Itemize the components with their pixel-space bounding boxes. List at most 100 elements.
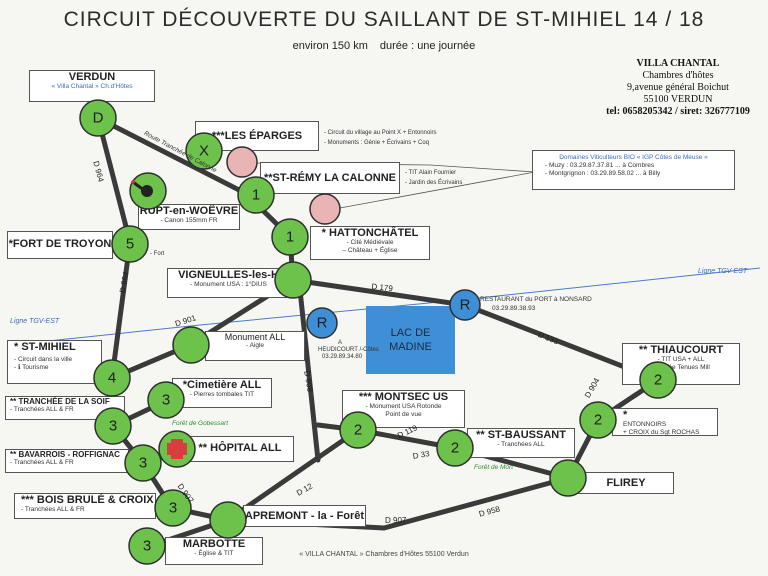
node-monument-all[interactable] (172, 326, 210, 364)
place-desc: - Tranchées ALL & FR (21, 506, 85, 513)
node-hattonchatel[interactable] (271, 218, 309, 256)
node-label-cimetiere: 3 (162, 392, 170, 409)
st-remy-note-2: - Jardin des Écrivains (405, 180, 463, 186)
place-name: *FORT DE TROYON (8, 238, 112, 250)
road-d908 (297, 287, 321, 463)
node-marbotte[interactable] (128, 527, 166, 565)
place-name: APREMONT - la - Forêt (244, 510, 365, 522)
host-name: VILLA CHANTAL (636, 58, 720, 69)
place-name: *** BOIS BRULÉ & CROIX (21, 494, 154, 506)
place-hattonchatel[interactable]: * HATTONCHÂTEL - Cité Médiévale – Châtea… (310, 226, 430, 260)
place-name: * ST-MIHIEL (14, 341, 76, 353)
place-hopital-all[interactable]: ** HÔPITAL ALL (186, 436, 294, 462)
place-bois-brule[interactable]: *** BOIS BRULÉ & CROIX - Tranchées ALL &… (14, 493, 156, 519)
lac-de-madine: LAC DE MADINE (366, 306, 455, 374)
place-flirey[interactable]: FLIREY (578, 472, 674, 494)
place-name: ** ST-BAUSSANT (476, 429, 566, 441)
place-st-baussant[interactable]: ** ST-BAUSSANT - Tranchées ALL (467, 428, 575, 458)
tgv-label-right: Ligne TGV-EST (698, 268, 748, 275)
node-pink-wine-1[interactable] (226, 146, 258, 178)
node-label-st-mihiel: 4 (108, 370, 116, 387)
wine-montgrignon: - Montgrignon : 03.29.89.58.02 ... à Bil… (545, 170, 661, 177)
node-verdun[interactable] (79, 99, 117, 137)
place-name: **ST-RÉMY LA CALONNE (263, 172, 396, 184)
node-entonnoirs[interactable] (579, 401, 617, 439)
road-d964-north (95, 115, 133, 245)
wine-box[interactable]: Domaines Viticulteurs BIO « IGP Côtes de… (532, 150, 735, 190)
place-name: * HATTONCHÂTEL (321, 227, 419, 239)
place-desc-2: + CROIX du Sgt ROCHAS (623, 429, 700, 436)
node-st-baussant[interactable] (436, 429, 474, 467)
st-remy-note-1: - TIT Alain Fournier (405, 170, 457, 176)
node-label-hattonchatel: 1 (286, 229, 294, 246)
distance-text: environ 150 km (292, 40, 368, 52)
lake-line2: MADINE (389, 341, 432, 353)
place-name: ** TRANCHÉE DE LA SOIF (10, 397, 110, 406)
node-st-remy[interactable] (237, 176, 275, 214)
node-st-mihiel[interactable] (93, 359, 131, 397)
host-line1: Chambres d'hôtes (642, 70, 714, 81)
place-fort-de-troyon[interactable]: *FORT DE TROYON (7, 231, 113, 259)
lake-line1: LAC DE (390, 327, 431, 339)
place-desc: - Tranchées ALL (497, 441, 545, 448)
host-contact: VILLA CHANTAL Chambres d'hôtes 9,avenue … (588, 58, 768, 118)
node-resto-heudicourt[interactable] (306, 307, 338, 339)
forest-gobessart: Forêt de Gobessart (172, 420, 228, 427)
node-vigneulles[interactable] (274, 261, 312, 299)
place-desc-2: Point de vue (385, 411, 422, 418)
node-label-r-heudi: R (317, 315, 328, 332)
place-st-remy[interactable]: **ST-RÉMY LA CALONNE (260, 162, 400, 194)
resto-heudi-a: A (338, 340, 343, 346)
place-desc: - Tranchées ALL & FR (10, 406, 74, 413)
node-bavarrois[interactable] (124, 444, 162, 482)
resto-heudi-tel: 03.29.89.34.80 (322, 354, 363, 360)
place-bavarrois[interactable]: ** BAVARROIS - ROFFIGNAC - Tranchées ALL… (5, 449, 129, 473)
node-pink-wine-2[interactable] (309, 193, 341, 225)
node-flirey[interactable] (549, 459, 587, 497)
node-tranchee-soif[interactable] (94, 407, 132, 445)
place-desc: - Aigle (245, 342, 265, 349)
node-label-entonnoirs: 2 (594, 412, 602, 429)
place-apremont[interactable]: APREMONT - la - Forêt (243, 505, 366, 527)
resto-port-name: RESTAURANT du PORT à NONSARD (480, 296, 592, 303)
road-d119-d33 (315, 422, 571, 481)
node-label-st-baussant: 2 (451, 440, 459, 457)
place-verdun[interactable]: VERDUN « Villa Chantal » Ch.d'Hôtes (29, 70, 155, 102)
node-resto-port[interactable] (449, 289, 481, 321)
node-cimetiere[interactable] (147, 381, 185, 419)
place-desc: - Monument USA : 1°DIUS (190, 281, 267, 288)
node-bois-brule[interactable] (154, 489, 192, 527)
wine-title: Domaines Viticulteurs BIO « IGP Côtes de… (559, 154, 708, 161)
place-entonnoirs[interactable]: * ENTONNOIRS + CROIX du Sgt ROCHAS (612, 408, 718, 436)
footer: « VILLA CHANTAL » Chambres d'Hôtes 55100… (299, 551, 469, 558)
node-troyon[interactable] (111, 225, 149, 263)
node-eparges[interactable] (185, 132, 223, 170)
place-desc-2: – Château + Église (342, 247, 398, 254)
place-les-eparges[interactable]: ***LES ÉPARGES (195, 121, 319, 151)
node-apremont[interactable] (209, 501, 247, 539)
place-name: ** HÔPITAL ALL (198, 442, 282, 454)
place-vigneulles[interactable]: VIGNEULLES-les-H - Monument USA : 1°DIUS (167, 268, 290, 298)
node-thiaucourt[interactable] (639, 361, 677, 399)
place-st-mihiel[interactable]: * ST-MIHIEL - Circuit dans la ville - ℹ … (7, 340, 102, 384)
road-tranchee-calonne (95, 115, 296, 283)
node-label-r-port: R (460, 297, 471, 314)
eparges-note-2: - Monuments : Génie + Écrivains + Coq (324, 140, 430, 146)
place-name: Monument ALL (224, 332, 286, 342)
forest-mort: Forêt de Mort (474, 464, 514, 471)
place-monument-all[interactable]: Monument ALL - Aigle (205, 331, 305, 361)
place-desc: - Canon 155mm FR (160, 217, 218, 224)
place-marbotte[interactable]: MARBOTTE - Église & TIT (165, 537, 263, 565)
place-desc: - Pierres tombales TIT (189, 391, 255, 398)
node-montsec[interactable] (339, 411, 377, 449)
place-rupt-en-woevre[interactable]: RUPT-en-WOËVRE - Canon 155mm FR (138, 204, 240, 230)
host-city: 55100 VERDUN (643, 94, 713, 105)
place-name: *Cimetière ALL (182, 379, 262, 391)
eparges-note-1: - Circuit du village au Point X + Entonn… (324, 130, 437, 136)
place-name: *** MONTSEC US (358, 391, 449, 403)
node-label-bavarrois: 3 (139, 455, 147, 472)
place-cimetiere-all[interactable]: *Cimetière ALL - Pierres tombales TIT (172, 378, 272, 408)
place-name: VIGNEULLES-les-H (178, 269, 279, 281)
